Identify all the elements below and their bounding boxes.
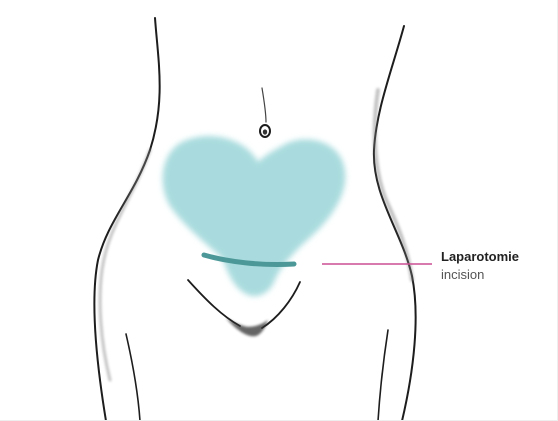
navel-inner: [263, 129, 267, 134]
navel-line: [262, 88, 266, 122]
incision-callout: Laparotomie incision: [441, 248, 519, 284]
left-body-contour-shading: [100, 150, 150, 380]
right-body-contour-shading: [375, 90, 412, 280]
callout-title: Laparotomie: [441, 248, 519, 266]
right-thigh-line: [378, 330, 388, 421]
heart-shaded-region: [163, 136, 346, 296]
groin-left-line: [188, 280, 240, 326]
left-thigh-line: [126, 334, 140, 421]
callout-subtitle: incision: [441, 266, 519, 284]
left-body-contour: [94, 18, 159, 421]
